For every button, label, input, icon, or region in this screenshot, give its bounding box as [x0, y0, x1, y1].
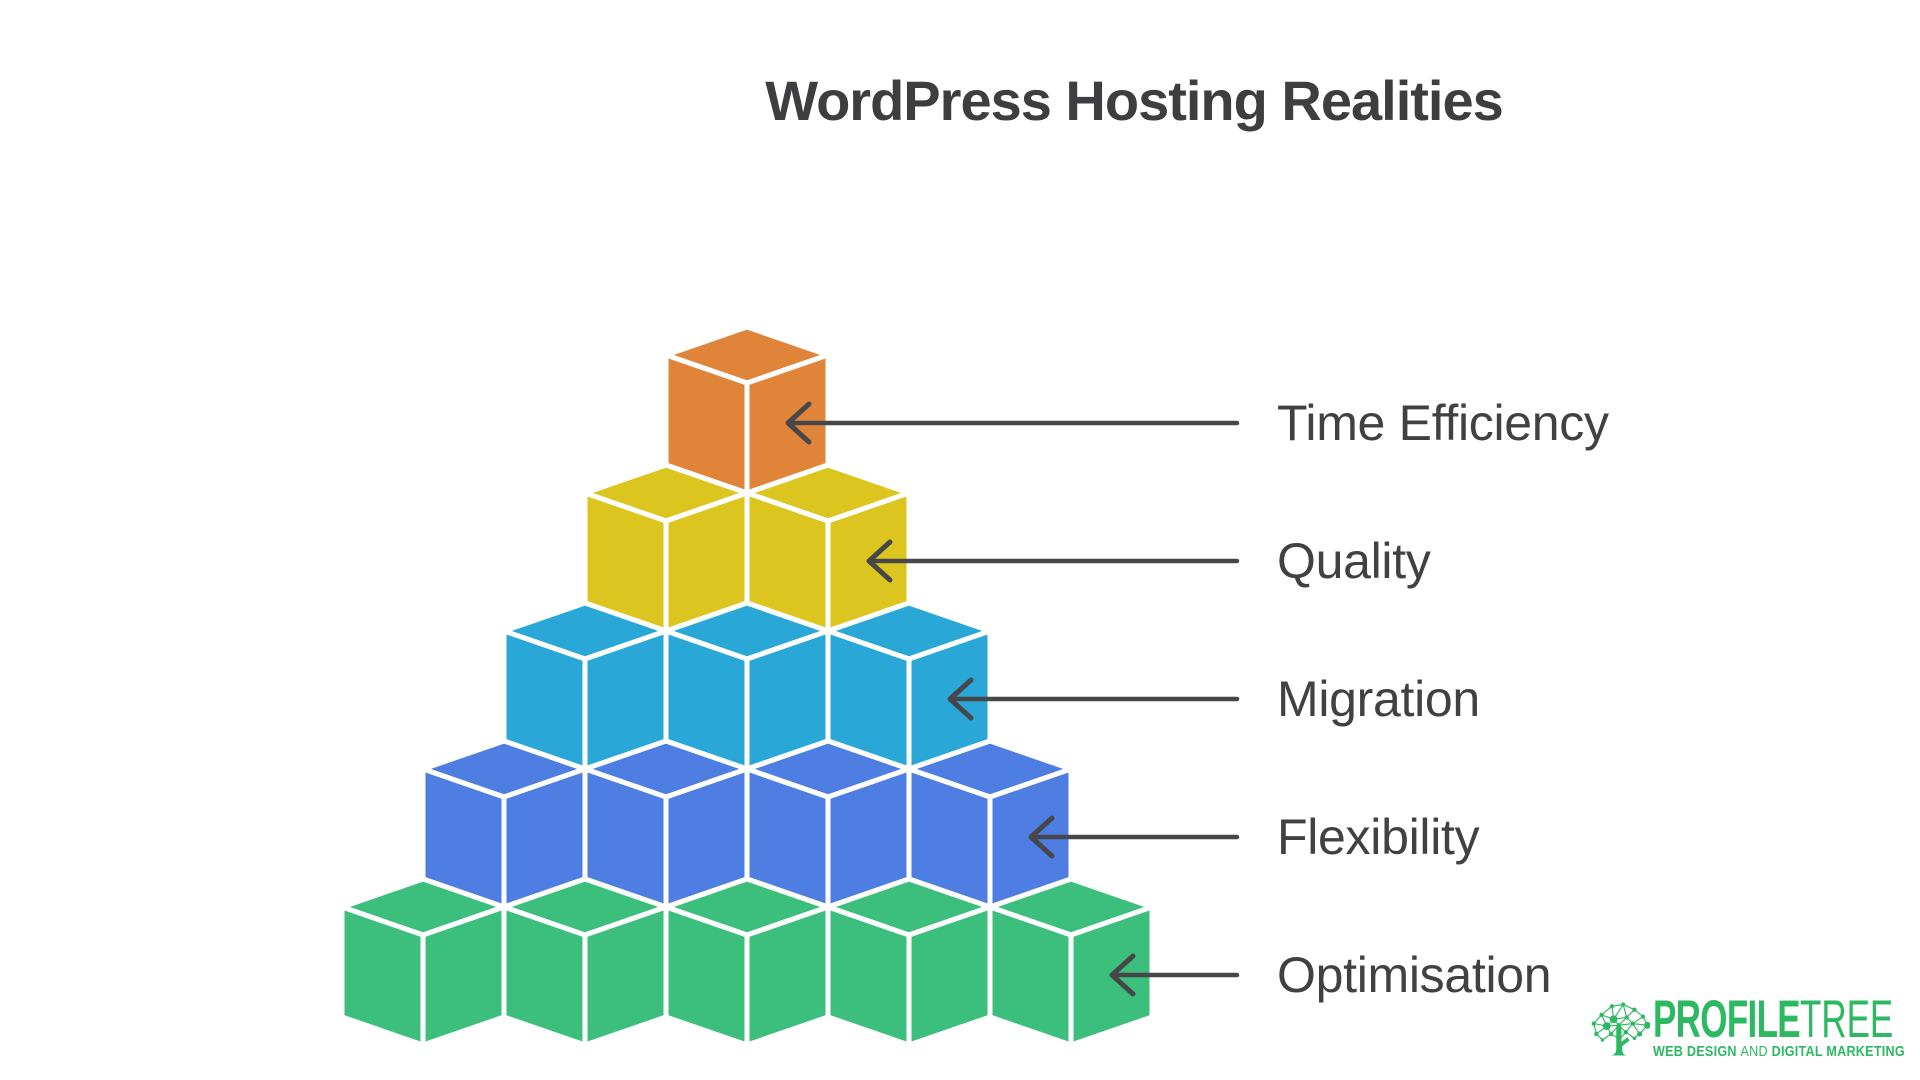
label-optimisation: Optimisation [1277, 947, 1552, 1003]
profiletree-wordmark: PROFILETREE [1653, 993, 1893, 1046]
label-migration: Migration [1277, 671, 1480, 727]
tagline-digital-marketing: DIGITAL MARKETING [1771, 1043, 1905, 1060]
tagline-and: AND [1740, 1043, 1768, 1060]
arrow-head-optimisation-icon [1109, 953, 1136, 997]
tagline-web-design: WEB DESIGN [1653, 1043, 1737, 1060]
arrow-head-migration-icon [947, 677, 974, 721]
label-flexibility: Flexibility [1277, 809, 1480, 865]
page-title: WordPress Hosting Realities [765, 69, 1504, 132]
profiletree-logo: PROFILETREE WEB DESIGN AND DIGITAL MARKE… [1586, 992, 1905, 1072]
arrow-head-time-efficiency-icon [785, 401, 812, 445]
wordmark-tree: TREE [1799, 990, 1894, 1049]
arrow-head-flexibility-icon [1028, 815, 1055, 859]
arrow-head-quality-icon [866, 539, 893, 583]
label-time-efficiency: Time Efficiency [1277, 395, 1609, 451]
profiletree-tagline: WEB DESIGN AND DIGITAL MARKETING [1653, 1044, 1905, 1059]
wordmark-profile: PROFILE [1653, 990, 1801, 1049]
profiletree-tree-icon [1591, 1002, 1650, 1056]
label-quality: Quality [1277, 533, 1431, 589]
